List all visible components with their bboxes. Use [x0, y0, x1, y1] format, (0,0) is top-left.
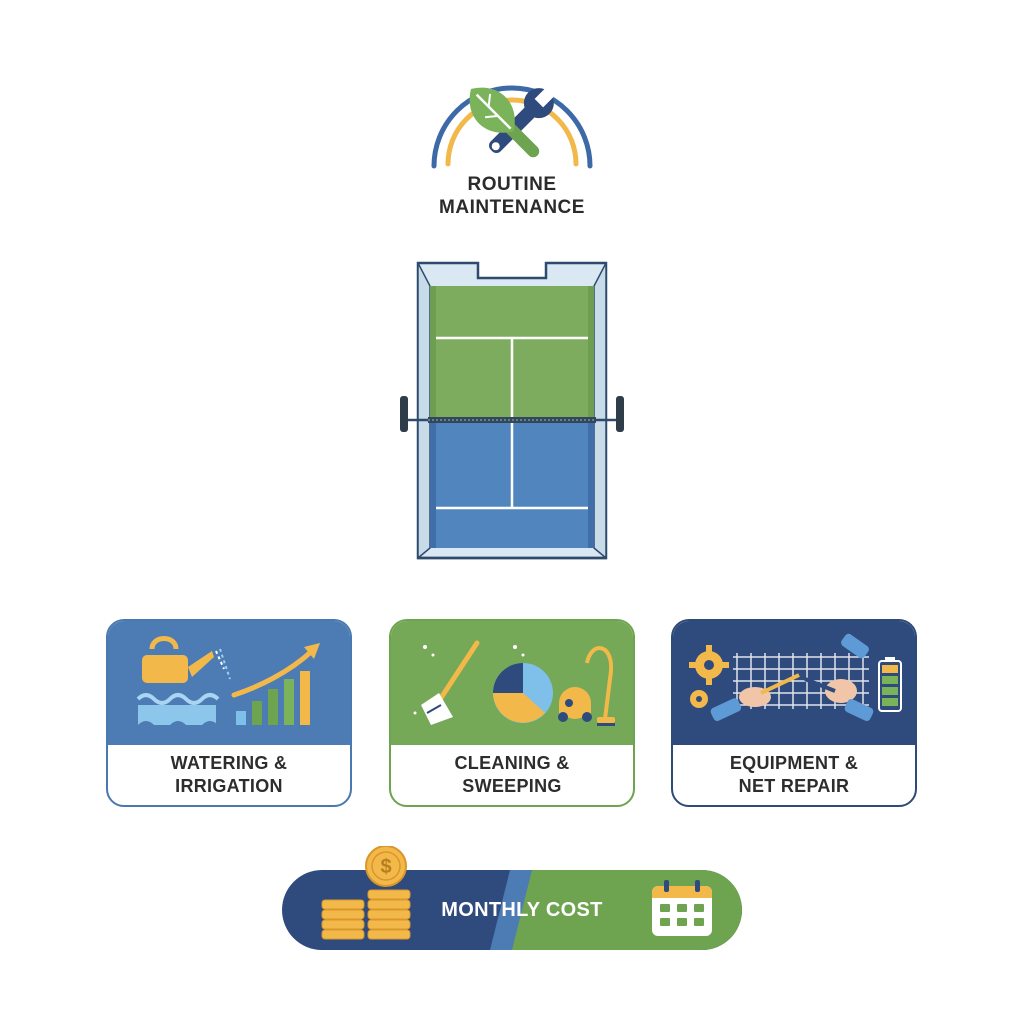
- task-label-cleaning-line1: CLEANING &: [454, 753, 570, 773]
- header-title-line2: MAINTENANCE: [439, 197, 585, 218]
- task-label-equipment: EQUIPMENT & NET REPAIR: [673, 745, 915, 805]
- net-repair-icon: [689, 633, 902, 721]
- task-label-equipment-line2: NET REPAIR: [738, 776, 850, 796]
- court-illustration: [380, 258, 644, 568]
- task-label-cleaning-line2: SWEEPING: [462, 776, 562, 796]
- watering-can-icon: [136, 636, 320, 731]
- calendar-icon: [652, 880, 712, 936]
- header-title-line1: ROUTINE: [467, 174, 557, 195]
- monthly-cost-label: MONTHLY COST: [441, 898, 603, 921]
- task-label-equipment-line1: EQUIPMENT &: [729, 753, 859, 773]
- task-card-cleaning: CLEANING & SWEEPING: [389, 619, 635, 807]
- pickleball-court-icon: [400, 261, 624, 560]
- broom-icon: [413, 640, 615, 726]
- task-label-watering: WATERING & IRRIGATION: [108, 745, 350, 805]
- routine-maintenance-header: ROUTINE MAINTENANCE: [412, 52, 612, 227]
- wrench-leaf-icon: [431, 85, 593, 169]
- task-card-watering: WATERING & IRRIGATION: [106, 619, 352, 807]
- monthly-cost-bar: $ MONTHLY COST: [282, 846, 742, 950]
- task-label-cleaning: CLEANING & SWEEPING: [391, 745, 633, 805]
- task-label-watering-line2: IRRIGATION: [175, 776, 283, 796]
- task-art-watering: [108, 621, 350, 745]
- task-card-equipment: EQUIPMENT & NET REPAIR: [671, 619, 917, 807]
- coin-stack-icon: $: [321, 846, 411, 940]
- task-art-cleaning: [391, 621, 633, 745]
- task-label-watering-line1: WATERING &: [170, 753, 288, 773]
- svg-text:$: $: [380, 856, 391, 878]
- task-art-equipment: [673, 621, 915, 745]
